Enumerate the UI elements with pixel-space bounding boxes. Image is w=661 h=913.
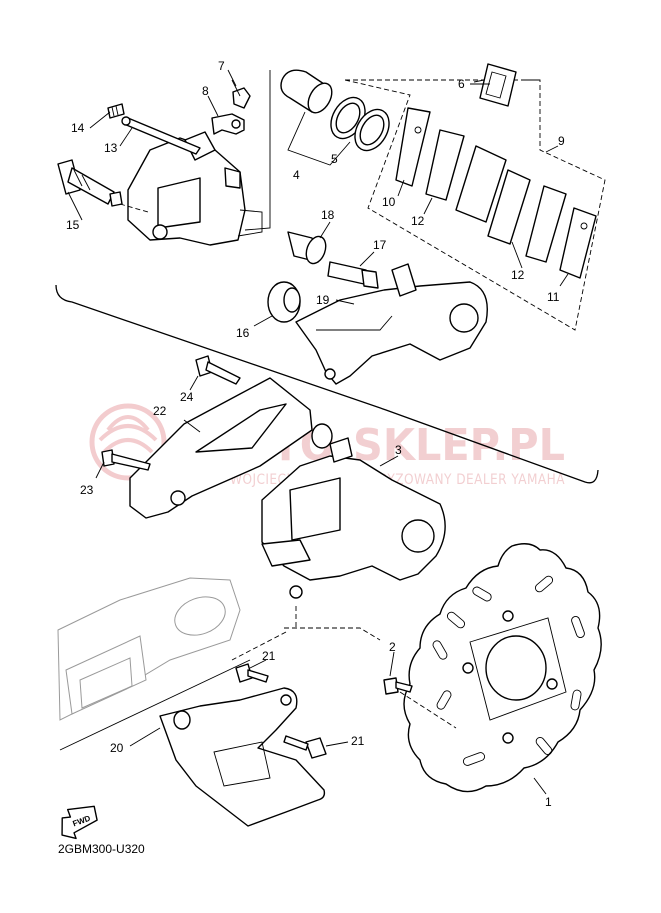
label-part-23: 23	[80, 483, 94, 497]
label-part-12a: 12	[411, 214, 425, 228]
label-part-14: 14	[71, 121, 85, 135]
label-part-11: 11	[547, 290, 560, 304]
label-part-3: 3	[395, 443, 402, 457]
label-part-17: 17	[373, 238, 387, 252]
boot	[267, 281, 301, 323]
piston	[280, 69, 333, 114]
disc-guard	[159, 687, 326, 827]
label-part-12b: 12	[511, 268, 525, 282]
assembly-guides	[231, 606, 457, 729]
pad-shim-inner	[395, 107, 431, 187]
brake-pad-inner-backing	[455, 145, 507, 223]
label-part-5: 5	[331, 152, 338, 166]
label-part-24: 24	[180, 390, 194, 404]
fwd-arrow-icon: FWD	[61, 805, 98, 840]
pad-pin-clip	[211, 113, 245, 135]
label-part-1: 1	[545, 795, 552, 809]
pad-spring	[479, 63, 517, 107]
label-part-7: 7	[218, 59, 225, 73]
bolt-23	[101, 449, 151, 471]
label-part-20: 20	[110, 741, 124, 755]
brake-pad-inner	[425, 129, 465, 201]
label-part-18: 18	[321, 208, 335, 222]
brake-pad-outer-backing	[487, 169, 531, 245]
leader-lines	[67, 69, 569, 795]
pad-pin	[121, 116, 201, 155]
bleed-screw	[231, 79, 251, 109]
label-part-13: 13	[104, 141, 118, 155]
slide-pin	[57, 159, 123, 207]
watermark-logo-icon	[89, 403, 167, 481]
part-labels: 1 2 3 4 5 6 7 8 9 10 11 12 12 13 14 15 1…	[66, 59, 565, 809]
caliper-body-upper	[127, 70, 271, 246]
disc-bolt	[383, 677, 413, 695]
label-part-10: 10	[382, 195, 396, 209]
bushing	[287, 231, 327, 265]
group-bracket	[55, 284, 599, 484]
plug	[107, 103, 125, 119]
brake-pad-outer	[525, 185, 567, 263]
caliper-bracket-upper	[295, 263, 488, 385]
label-part-22: 22	[153, 404, 167, 418]
label-part-4: 4	[293, 168, 300, 182]
label-part-15: 15	[66, 218, 80, 232]
bolt-24	[195, 355, 241, 385]
label-part-21a: 21	[262, 649, 276, 663]
swingarm-outline	[57, 577, 251, 751]
piston-seals	[330, 96, 390, 152]
caliper-assembly	[261, 437, 446, 599]
label-part-6: 6	[458, 77, 465, 91]
label-part-16: 16	[236, 326, 250, 340]
label-part-2: 2	[389, 640, 396, 654]
guard-bolt-lower	[283, 735, 327, 759]
diagram-code: 2GBM300-U320	[58, 842, 145, 856]
caliper-bracket-pin	[327, 261, 379, 289]
pad-shim-outer	[559, 207, 597, 279]
caliper-bracket-lower	[129, 377, 333, 519]
label-part-9: 9	[558, 134, 565, 148]
label-part-19: 19	[316, 293, 330, 307]
label-part-21b: 21	[351, 734, 365, 748]
brake-disc	[403, 543, 602, 793]
guard-bolt-upper	[235, 663, 269, 683]
label-part-8: 8	[202, 84, 209, 98]
